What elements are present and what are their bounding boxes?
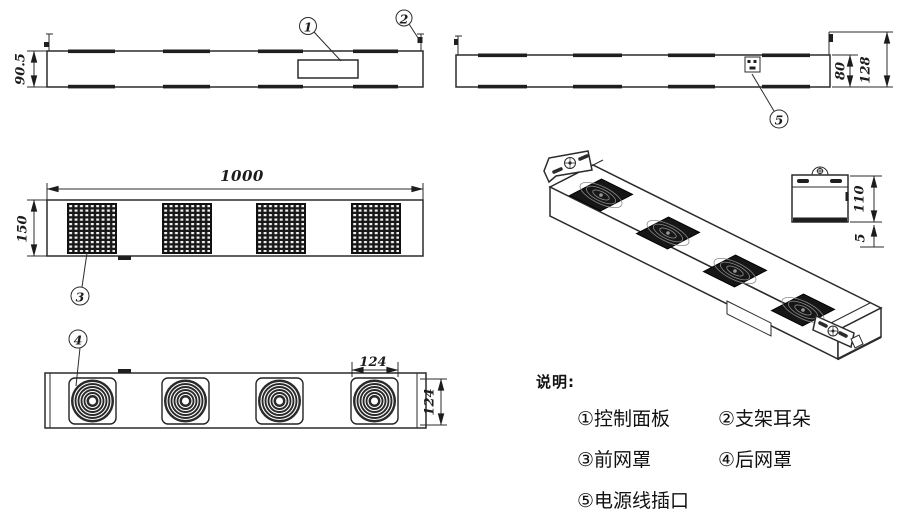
dim-fan-cutout-height: 124 [423,388,438,415]
iso-bracket-left [543,150,593,184]
rear-grille-2 [161,377,210,425]
view-end: 110 5 [791,166,884,248]
callout-4: 4 [68,329,88,387]
view-isometric [543,150,883,361]
dim-base-plate-thickness: 5 [854,233,869,242]
legend-item-control-panel: ①控制面板 [577,408,671,430]
power-socket [744,56,761,73]
callout-2: 2 [395,9,421,42]
dim-rear-body-height: 80 [834,62,849,80]
callout-3-num: 3 [76,290,85,305]
callout-1-num: 1 [304,20,313,35]
bracket-tab-left [44,33,53,51]
front-grille-4 [351,203,401,254]
iso-control-panel [726,300,772,337]
control-panel [297,59,359,79]
view-side-top-right: 80 128 5 [454,31,893,129]
iso-bracket-right [812,314,864,349]
callout-5-num: 5 [775,113,784,128]
dim-fan-cutout-width: 124 [359,355,386,370]
callout-3: 3 [70,252,90,306]
legend-item-power-socket: ⑤电源线插口 [577,490,690,512]
bracket-tab-left [454,35,462,55]
legend-heading: 说明: [536,373,575,391]
dim-end-height: 110 [853,185,868,212]
callout-1: 1 [299,17,342,62]
view-front: 1000 150 3 [16,167,424,306]
rear-grille-3 [255,377,304,425]
bracket-ear-right [828,32,833,55]
dim-side-height: 90.5 [14,53,29,85]
front-grille-1 [67,203,117,254]
view-rear: 124 124 4 [44,329,447,429]
legend-item-rear-grille: ④后网罩 [718,449,793,471]
legend-item-front-grille: ③前网罩 [577,449,652,471]
front-grille-2 [162,203,212,254]
dim-rear-total-height: 128 [859,56,874,83]
sensor-tab [118,369,131,373]
legend-item-bracket-ears: ②支架耳朵 [718,408,812,430]
dim-front-height: 150 [16,215,31,242]
legend-items: ①控制面板 ②支架耳朵 ③前网罩 ④后网罩 ⑤电源线插口 [577,404,811,512]
dim-overall-length: 1000 [220,167,264,185]
callout-4-num: 4 [74,333,83,348]
bracket-tab-right [417,33,424,51]
callout-2-num: 2 [399,12,409,27]
legend: 说明: ①控制面板 ②支架耳朵 ③前网罩 ④后网罩 ⑤电源线插口 [536,371,811,512]
callout-5: 5 [751,73,789,129]
sensor-tab [118,256,131,260]
front-grille-3 [256,203,306,254]
gasket-strips-top [68,49,398,89]
view-side-top-left: 90.5 1 2 [14,9,424,89]
gasket-strips-top [478,53,810,89]
rear-grille-4 [350,377,399,425]
